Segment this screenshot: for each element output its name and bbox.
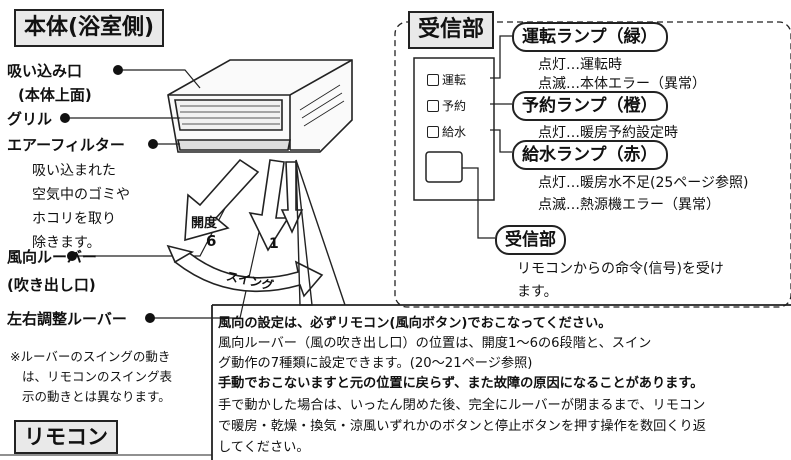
- receiver-lamp-label: 予約: [442, 99, 467, 113]
- angle-label: 開度: [191, 216, 218, 231]
- lamp-receiver-line-1: リモコンからの命令(信号)を受け: [517, 261, 724, 277]
- note-line-7: してください。: [218, 440, 310, 455]
- note-line-3: グ動作の7種類に設定できます。(20～21ページ参照): [218, 356, 533, 371]
- louver-sublabel: (吹き出し口): [7, 276, 96, 294]
- intake-label: 吸い込み口: [7, 62, 83, 80]
- lamp-square-icon: [427, 99, 439, 112]
- lamp-connectors: [462, 35, 512, 239]
- remote-title: リモコン: [14, 420, 118, 454]
- angle-max: 6: [206, 232, 217, 250]
- receiver-sensor: [425, 151, 463, 183]
- lamp-run-line-2: 点滅…本体エラー（異常）: [538, 76, 706, 92]
- note-line-5: 手で動かした場合は、いったん閉めた後、完全にルーバーが閉まるまで、リモコン: [218, 398, 706, 413]
- intake-sublabel: (本体上面): [18, 86, 92, 104]
- receiver-lamp-water: 給水: [427, 123, 466, 140]
- filter-desc-2: 空気中のゴミや: [32, 187, 130, 203]
- swing-arrow: [166, 244, 324, 298]
- lamp-square-icon: [427, 73, 439, 86]
- receiver-lamp-label: 給水: [442, 125, 467, 139]
- note-line-1: 風向の設定は、必ずリモコン(風向ボタン)でおこなってください。: [218, 316, 612, 331]
- angle-min: 1: [269, 236, 279, 252]
- airflow-arrows: [184, 158, 304, 252]
- lamp-receiver-line-2: ます。: [517, 284, 558, 300]
- receiver-lamp-label: 運転: [442, 73, 467, 87]
- louver-label: 風向ルーバー: [7, 248, 97, 266]
- swing-note-3: 示の動きとは異なります。: [22, 389, 171, 404]
- lamp-water-line-2: 点滅…熱源機エラー（異常）: [538, 197, 720, 213]
- receiver-lamp-timer: 予約: [427, 97, 466, 114]
- ac-unit: [167, 59, 353, 153]
- lamp-run-title: 運転ランプ（緑）: [512, 22, 668, 52]
- note-line-6: で暖房・乾燥・換気・涼風いずれかのボタンと停止ボタンを押す操作を数回くり返: [218, 419, 706, 434]
- swing-note-1: ※ルーバーのスイングの動き: [10, 349, 171, 364]
- note-box-outline: [211, 304, 791, 460]
- filter-desc-1: 吸い込まれた: [32, 163, 116, 179]
- lamp-water-line-1: 点灯…暖房水不足(25ページ参照): [538, 175, 749, 191]
- lamp-timer-title: 予約ランプ（橙）: [512, 91, 668, 121]
- lr-louver-label: 左右調整ルーバー: [7, 310, 127, 328]
- note-line-2: 風向ルーバー（風の吹き出し口）の位置は、開度1～6の6段階と、スイン: [218, 336, 652, 351]
- grill-label: グリル: [7, 110, 53, 128]
- lamp-timer-line-1: 点灯…暖房予約設定時: [538, 125, 678, 141]
- lamp-receiver-title: 受信部: [495, 225, 566, 255]
- receiver-lamp-run: 運転: [427, 71, 466, 88]
- filter-desc-4: 除きます。: [32, 235, 101, 251]
- lamp-run-line-1: 点灯…運転時: [538, 57, 622, 73]
- swing-note-2: は、リモコンのスイング表: [22, 369, 173, 384]
- filter-label: エアーフィルター: [7, 136, 125, 154]
- receiver-title: 受信部: [408, 11, 495, 49]
- lamp-water-title: 給水ランプ（赤）: [512, 140, 668, 170]
- leader-dots: [60, 65, 158, 323]
- body-title: 本体(浴室側): [14, 9, 165, 47]
- filter-desc-3: ホコリを取り: [32, 211, 116, 227]
- note-line-4: 手動でおこないますと元の位置に戻らず、また故障の原因になることがあります。: [218, 376, 704, 391]
- lamp-square-icon: [427, 125, 439, 138]
